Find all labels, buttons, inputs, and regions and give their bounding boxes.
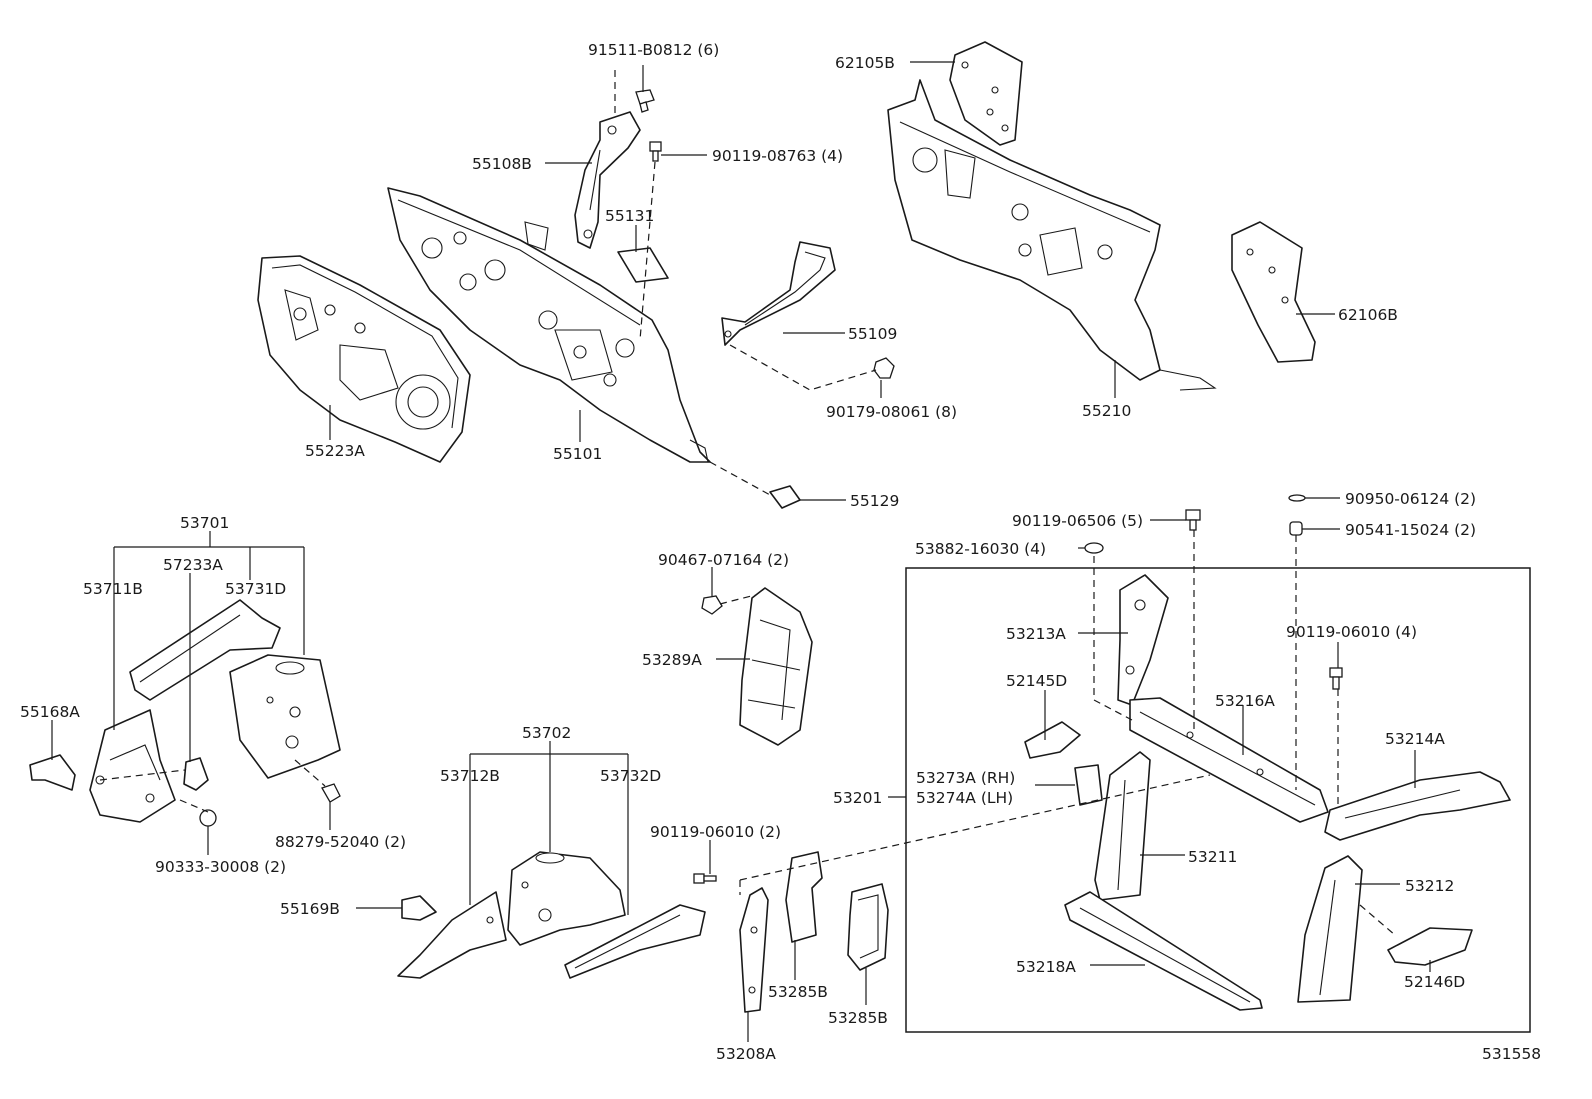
- label-91511: 91511-B0812 (6): [588, 41, 719, 59]
- label-52146D: 52146D: [1404, 973, 1465, 991]
- part-90119-06010-bolt-right: [1329, 667, 1343, 690]
- label-55168A: 55168A: [20, 703, 80, 721]
- part-55109: [721, 241, 836, 346]
- part-53289A: [739, 587, 813, 746]
- part-53712B: [397, 891, 507, 979]
- part-53285B-1: [785, 851, 823, 943]
- label-88279: 88279-52040 (2): [275, 833, 406, 851]
- label-62105B: 62105B: [835, 54, 895, 72]
- label-53732D: 53732D: [600, 767, 661, 785]
- part-55101: [387, 187, 711, 463]
- part-55108B: [574, 111, 641, 249]
- label-53274A: 53274A (LH): [916, 789, 1013, 807]
- label-90467: 90467-07164 (2): [658, 551, 789, 569]
- label-53712B: 53712B: [440, 767, 500, 785]
- part-53213A: [1117, 574, 1169, 706]
- part-90119-08763-bolt: [649, 141, 662, 162]
- part-62106B: [1231, 221, 1316, 363]
- part-52146D: [1387, 927, 1473, 966]
- part-62105B: [949, 41, 1023, 146]
- label-52145D: 52145D: [1006, 672, 1067, 690]
- part-55131: [617, 247, 669, 283]
- label-53216A: 53216A: [1215, 692, 1275, 710]
- label-55108B: 55108B: [472, 155, 532, 173]
- label-53214A: 53214A: [1385, 730, 1445, 748]
- part-57233A: [183, 757, 209, 791]
- part-53218A: [1064, 891, 1263, 1011]
- label-90333: 90333-30008 (2): [155, 858, 286, 876]
- label-53201: 53201: [833, 789, 882, 807]
- label-53213A: 53213A: [1006, 625, 1066, 643]
- part-55129: [769, 485, 801, 509]
- part-90541-cushion: [1289, 521, 1303, 536]
- label-53289A: 53289A: [642, 651, 702, 669]
- part-53273A: [1074, 764, 1103, 806]
- label-55109: 55109: [848, 325, 897, 343]
- label-62106B: 62106B: [1338, 306, 1398, 324]
- label-53702: 53702: [522, 724, 571, 742]
- part-55168A: [29, 754, 76, 791]
- callout-labels: 91511-B0812 (6) 90119-08763 (4) 55108B 5…: [20, 41, 1541, 1063]
- part-91511-bolt: [635, 89, 655, 113]
- part-55169B: [401, 895, 437, 921]
- part-53212: [1297, 855, 1363, 1003]
- label-55131: 55131: [605, 207, 654, 225]
- part-55223A: [257, 255, 471, 463]
- label-90119-06010-4: 90119-06010 (4): [1286, 623, 1417, 641]
- part-53216A: [1129, 697, 1329, 823]
- part-90333-plug: [199, 809, 217, 827]
- label-55223A: 55223A: [305, 442, 365, 460]
- label-55101: 55101: [553, 445, 602, 463]
- part-53731D: [229, 654, 341, 779]
- part-90119-06506-bolt: [1185, 509, 1201, 531]
- label-53212: 53212: [1405, 877, 1454, 895]
- label-90119-06506: 90119-06506 (5): [1012, 512, 1143, 530]
- part-88279-clip: [321, 783, 341, 803]
- part-53208A: [739, 887, 769, 1013]
- label-53285B-1: 53285B: [768, 983, 828, 1001]
- label-53711B: 53711B: [83, 580, 143, 598]
- part-90179-nut: [873, 357, 895, 379]
- label-90119-06010-2: 90119-06010 (2): [650, 823, 781, 841]
- part-53732D: [564, 904, 706, 979]
- part-53702: [507, 851, 626, 946]
- label-53273A: 53273A (RH): [916, 769, 1015, 787]
- part-90467-clip: [701, 595, 723, 615]
- label-53208A: 53208A: [716, 1045, 776, 1063]
- label-53285B-2: 53285B: [828, 1009, 888, 1027]
- label-90541: 90541-15024 (2): [1345, 521, 1476, 539]
- label-90950: 90950-06124 (2): [1345, 490, 1476, 508]
- label-90119-08763: 90119-08763 (4): [712, 147, 843, 165]
- label-90179: 90179-08061 (8): [826, 403, 957, 421]
- diagram-id: 531558: [1482, 1045, 1541, 1063]
- part-55210: [887, 79, 1217, 391]
- label-55169B: 55169B: [280, 900, 340, 918]
- leader-lines: [51, 61, 1431, 1042]
- dashed-assembly-lines: [99, 70, 1396, 936]
- part-90950-washer: [1288, 494, 1306, 502]
- label-57233A: 57233A: [163, 556, 223, 574]
- label-53731D: 53731D: [225, 580, 286, 598]
- assembly-box-53201: [905, 567, 1531, 1033]
- part-90119-06010-bolt: [693, 873, 717, 884]
- label-53211: 53211: [1188, 848, 1237, 866]
- part-53711B: [89, 709, 176, 823]
- label-53882: 53882-16030 (4): [915, 540, 1046, 558]
- label-53701: 53701: [180, 514, 229, 532]
- part-53211: [1094, 751, 1151, 901]
- part-53214A: [1324, 771, 1511, 841]
- part-53882-nut: [1084, 542, 1104, 554]
- part-52145D: [1024, 721, 1081, 759]
- part-53285B-2: [847, 883, 889, 971]
- label-53218A: 53218A: [1016, 958, 1076, 976]
- label-55129: 55129: [850, 492, 899, 510]
- label-55210: 55210: [1082, 402, 1131, 420]
